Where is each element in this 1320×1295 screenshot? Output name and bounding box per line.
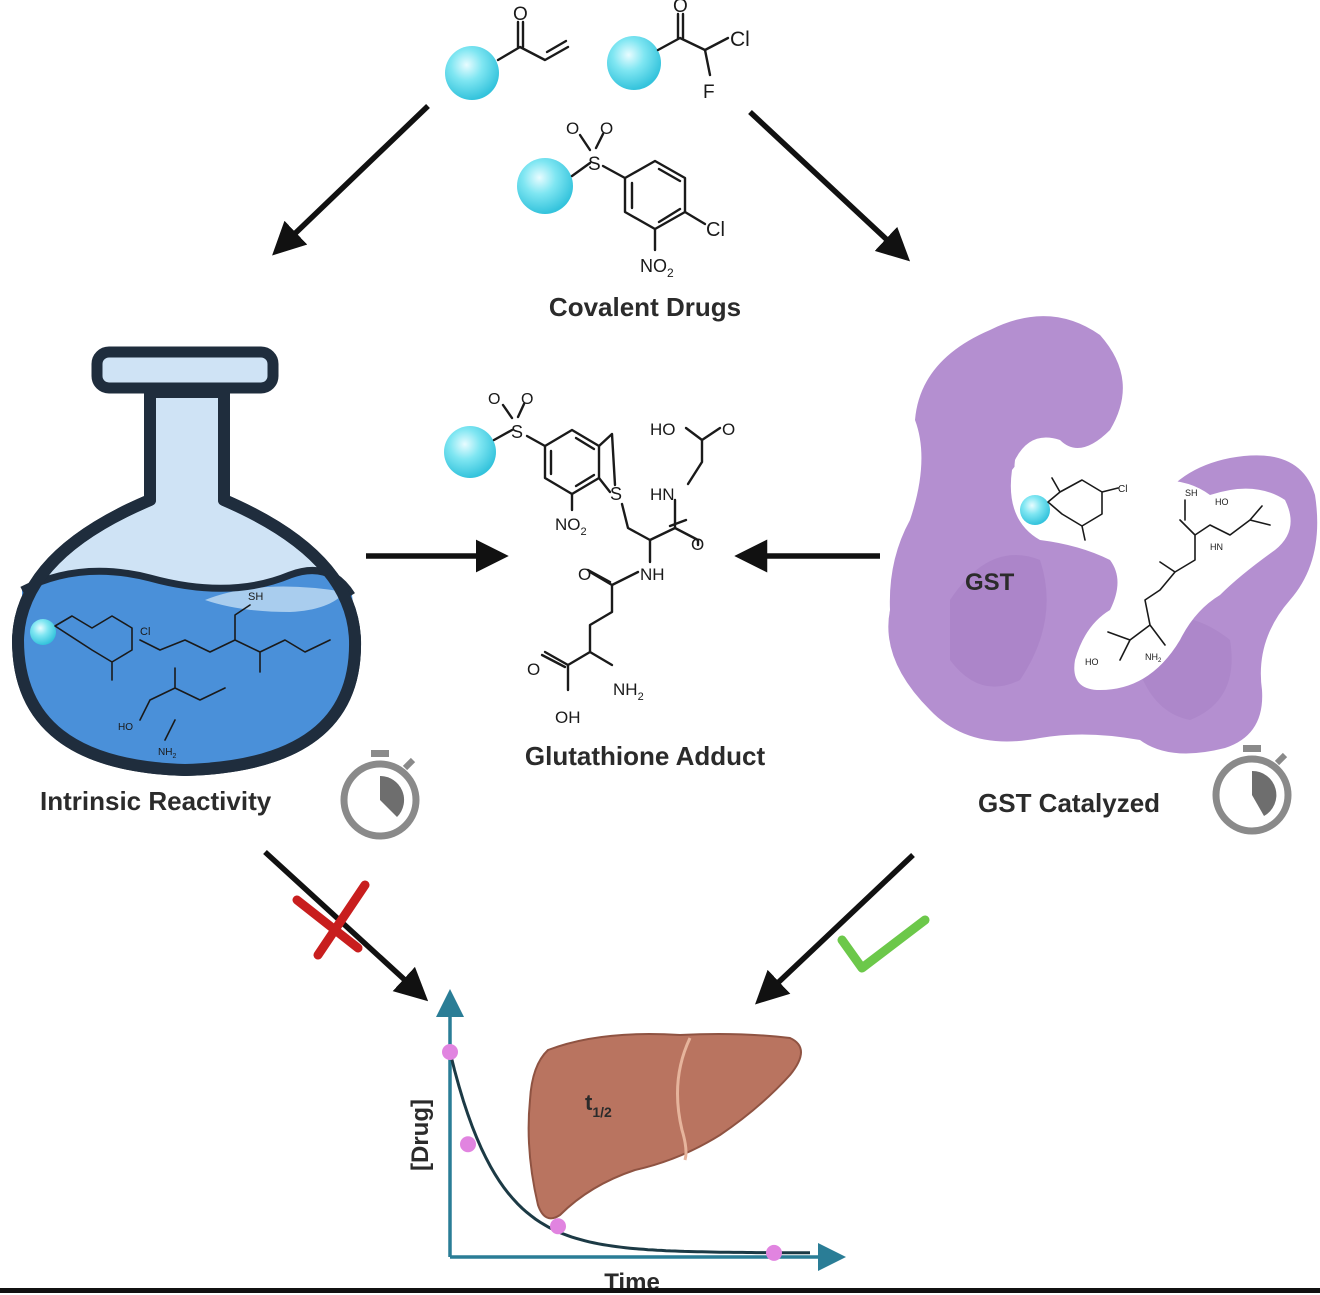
pocket-nh2-label: NH2: [1145, 652, 1162, 664]
acrylamide-warhead: O: [445, 4, 570, 100]
data-point-4: [766, 1244, 782, 1261]
carbonyl-o-label: O: [673, 0, 688, 17]
glutathione-adduct-structure: S O O S NO2 O HN HO O NH O O NH2 OH: [444, 391, 735, 727]
chlorofluoroacetamide-warhead: O Cl F: [607, 0, 750, 103]
carboxyl-o-label: O: [722, 420, 735, 439]
flask-ho-label: HO: [118, 722, 133, 733]
liver-icon: t1/2: [527, 1033, 802, 1220]
cross-icon: [292, 880, 370, 960]
sulfonyl-o1-label: O: [488, 391, 500, 408]
stopwatch-icon: [1212, 745, 1292, 835]
fluoro-label: F: [703, 82, 715, 103]
nitro-label: NO2: [555, 515, 587, 538]
flask-lip: [91, 346, 279, 394]
arrow-to-flask: [272, 104, 430, 256]
sulfur-label: S: [588, 154, 601, 175]
chloro-label: Cl: [730, 28, 750, 51]
data-point-2: [460, 1136, 476, 1153]
data-points: [442, 1044, 782, 1261]
thioether-s-label: S: [610, 484, 622, 504]
covalent-drugs-group: O O Cl F S O O Cl NO2 Covalen: [445, 0, 750, 322]
drug-bead-icon: [30, 619, 56, 645]
carboxyl-ho-label: HO: [650, 420, 676, 439]
sulfur-label: S: [511, 422, 523, 442]
pocket-sh-label: SH: [1185, 488, 1198, 498]
carbonyl-o-label: O: [513, 4, 528, 25]
sulfonyl-o2-label: O: [521, 391, 533, 408]
amide-o-label: O: [691, 535, 704, 554]
pocket-ho2-label: HO: [1085, 657, 1099, 667]
bottom-divider: [0, 1288, 1320, 1293]
half-life-label: t1/2: [585, 1090, 612, 1120]
acid-oh-label: OH: [555, 708, 581, 727]
drug-bead-icon: [517, 158, 573, 214]
gst-catalyzed-label: GST Catalyzed: [978, 788, 1160, 818]
reaction-flask: Cl SH HO NH2: [12, 346, 362, 776]
liquid-highlight: [205, 586, 345, 612]
flask-cl-label: Cl: [140, 626, 150, 638]
nitro-label: NO2: [640, 256, 674, 280]
drug-bead-icon: [445, 46, 499, 100]
sulfonyl-o2-label: O: [600, 119, 613, 138]
stopwatch-icon: [340, 750, 420, 840]
liquid-surface: [20, 567, 355, 597]
chloro-label: Cl: [706, 219, 725, 241]
gst-protein: Cl SH HO HN HO NH2 GST: [888, 316, 1318, 754]
gamma-o-label: O: [578, 565, 591, 584]
check-icon: [837, 915, 930, 973]
intrinsic-reactivity-label: Intrinsic Reactivity: [40, 786, 272, 816]
drug-bead-icon: [444, 426, 496, 478]
decay-curve: [448, 1051, 810, 1255]
y-axis-label: [Drug]: [407, 1099, 434, 1171]
acid-o-label: O: [527, 660, 540, 679]
pk-chart: [Drug] Time: [407, 989, 846, 1295]
gst-binding-pocket: [1010, 452, 1291, 690]
arrow-gst-to-pk: [755, 853, 915, 1005]
covalent-drugs-label: Covalent Drugs: [549, 292, 741, 322]
sulfonyl-o1-label: O: [566, 119, 579, 138]
gst-label: GST: [965, 569, 1015, 596]
pocket-ho-label: HO: [1215, 497, 1229, 507]
alpha-nh2-label: NH2: [613, 680, 644, 703]
pocket-hn-label: HN: [1210, 542, 1223, 552]
flask-nh2-label: NH2: [158, 747, 176, 760]
drug-bead-icon: [1020, 495, 1050, 525]
drug-bead-icon: [607, 36, 661, 90]
amide-nh-label: NH: [640, 565, 665, 584]
amide-hn-label: HN: [650, 485, 675, 504]
arrow-to-gst: [748, 109, 911, 262]
data-point-3: [550, 1218, 566, 1235]
sulfonyl-aryl-warhead: S O O Cl NO2: [517, 119, 725, 280]
flask-sh-label: SH: [248, 591, 263, 603]
data-point-1: [442, 1044, 458, 1060]
glutathione-adduct-label: Glutathione Adduct: [525, 741, 766, 771]
pocket-cl-label: Cl: [1118, 484, 1127, 495]
flask-liquid: [22, 570, 355, 765]
